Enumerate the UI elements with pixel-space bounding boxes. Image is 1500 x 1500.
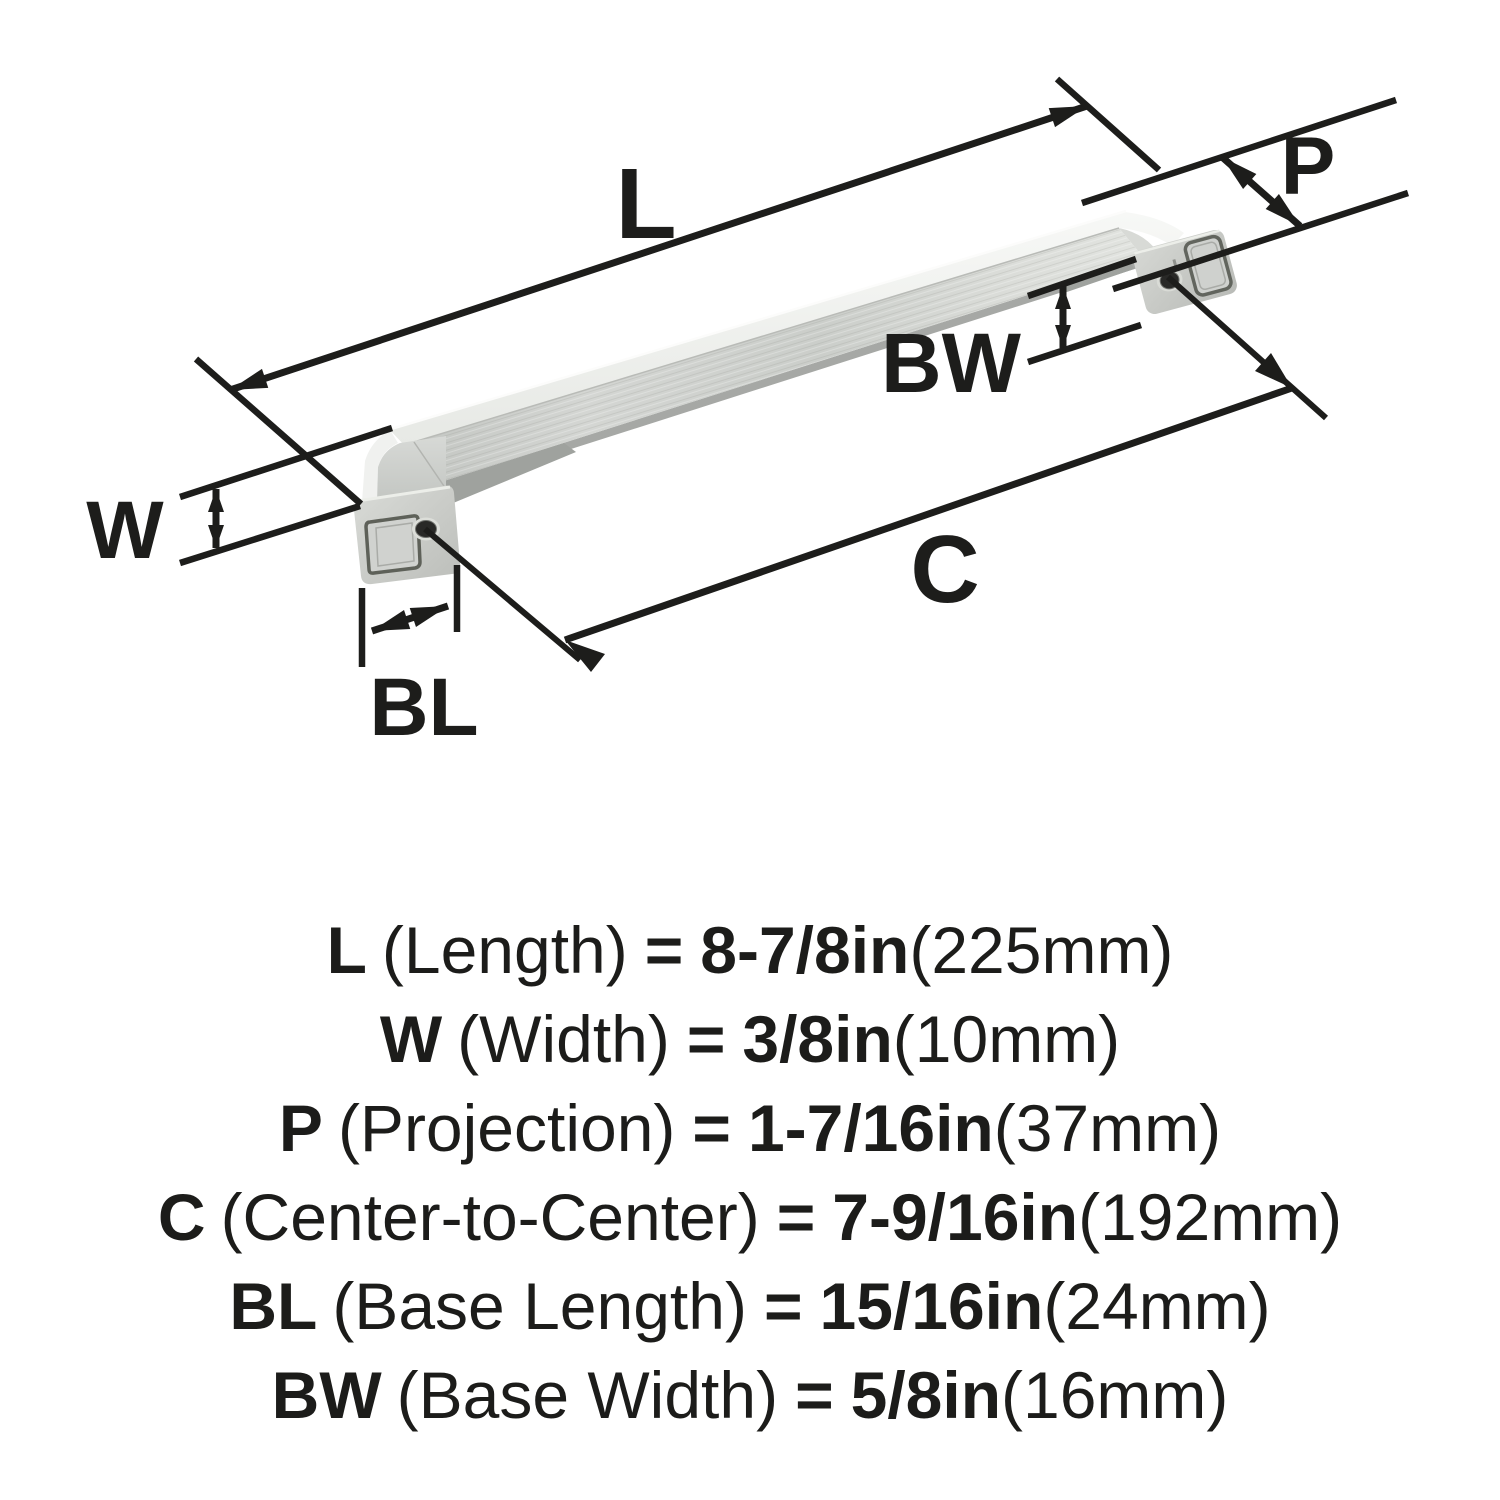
dim-bound-BW-lower (1026, 321, 1143, 366)
dim-arrow-BL (370, 602, 450, 635)
dim-label-BL: BL (369, 662, 478, 753)
left-base-recess-bevel (375, 522, 415, 567)
legend-row-center-to-center: C(Center-to-Center)=7-9/16in(192mm) (0, 1173, 1500, 1262)
legend-metric: (24mm) (1043, 1269, 1271, 1343)
legend-equals: = (692, 1091, 731, 1165)
legend-metric: (10mm) (892, 1002, 1121, 1076)
dim-label-L: L (615, 148, 676, 260)
dim-arrowhead-C-right (1255, 353, 1292, 388)
left-base-plate-top-highlight (356, 485, 451, 503)
left-leg-miter-seam (413, 441, 449, 493)
dim-label-BW: BW (881, 316, 1022, 410)
legend-value: 3/8in (742, 1002, 893, 1076)
legend-letter: BL (229, 1269, 318, 1343)
legend-letter: BW (271, 1358, 382, 1432)
dim-bound-W-lower (179, 502, 361, 567)
legend-letter: L (326, 913, 367, 987)
legend-row-projection: P(Projection)=1-7/16in(37mm) (0, 1084, 1500, 1173)
dim-bound-W-upper (178, 424, 394, 501)
legend-name: (Base Length) (332, 1269, 747, 1343)
legend-letter: C (157, 1180, 206, 1254)
left-base-recess (364, 514, 422, 575)
legend-metric: (225mm) (909, 913, 1174, 987)
legend-metric: (192mm) (1078, 1180, 1343, 1254)
left-leg-front-face (377, 436, 446, 501)
legend-name: (Base Width) (396, 1358, 779, 1432)
dim-bound-BW-upper (1026, 255, 1138, 300)
dimension-annotations (178, 76, 1410, 672)
legend-name: (Width) (457, 1002, 670, 1076)
legend-value: 8-7/8in (700, 913, 910, 987)
legend-name: (Center-to-Center) (220, 1180, 760, 1254)
dim-arrowhead-C-left (565, 640, 605, 672)
dim-label-P: P (1281, 121, 1336, 212)
legend-row-base-width: BW(Base Width)=5/8in(16mm) (0, 1351, 1500, 1440)
legend-equals: = (644, 913, 684, 987)
legend-metric: (37mm) (993, 1091, 1222, 1165)
dim-leader-C-right (1166, 274, 1328, 421)
dim-arrow-P (1219, 154, 1303, 229)
legend-name: (Length) (381, 913, 628, 987)
dim-label-W: W (86, 485, 164, 576)
legend-row-length: L(Length)=8-7/8in(225mm) (0, 906, 1500, 995)
legend-row-base-length: BL(Base Length)=15/16in(24mm) (0, 1262, 1500, 1351)
legend-metric: (16mm) (1001, 1358, 1229, 1432)
dim-ext-L-right (1054, 76, 1162, 173)
dim-line-L (228, 102, 1089, 394)
right-base-recess-bevel (1190, 241, 1227, 291)
dim-ext-L-left (193, 356, 364, 507)
left-leg-outer-rim (362, 430, 398, 502)
legend-letter: W (379, 1002, 443, 1076)
dim-leader-C-left (423, 526, 582, 663)
bar-underside-left-wedge (444, 443, 576, 506)
legend-equals: = (795, 1358, 834, 1432)
legend-value: 1-7/16in (747, 1091, 994, 1165)
dimension-legend: L(Length)=8-7/8in(225mm) W(Width)=3/8in(… (0, 906, 1500, 1440)
legend-name: (Projection) (337, 1091, 676, 1165)
legend-value: 5/8in (850, 1358, 1002, 1432)
dim-label-C: C (910, 516, 979, 623)
legend-equals: = (776, 1180, 816, 1254)
dim-line-C (563, 384, 1294, 644)
dim-bound-P-upper (1080, 96, 1398, 207)
right-base-plate-top-highlight (1134, 229, 1220, 255)
legend-value: 15/16in (819, 1269, 1044, 1343)
legend-equals: = (686, 1002, 726, 1076)
legend-equals: = (763, 1269, 803, 1343)
legend-row-width: W(Width)=3/8in(10mm) (0, 995, 1500, 1084)
legend-letter: P (278, 1091, 323, 1165)
dim-bound-P-lower (1111, 189, 1410, 293)
legend-value: 7-9/16in (832, 1180, 1079, 1254)
